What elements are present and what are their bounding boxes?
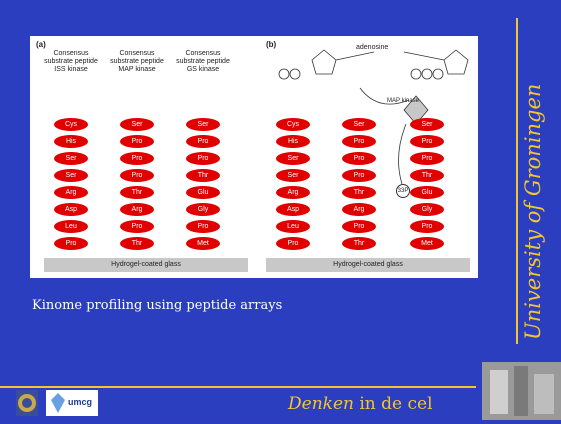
panel-a-residue: Pro: [120, 135, 154, 148]
figure: (a) Consensus substrate peptide ISS kina…: [30, 36, 478, 278]
panel-b-residue: Thr: [342, 237, 376, 250]
panel-a-base: Hydrogel-coated glass: [44, 258, 248, 272]
panel-b-residue: Arg: [276, 186, 310, 199]
panel-a-residue: Ser: [54, 152, 88, 165]
panel-b-residue: His: [276, 135, 310, 148]
panel-a-residue: Arg: [54, 186, 88, 199]
footer-slogan: Denken in de cel: [288, 394, 433, 414]
panel-a-residue: Ser: [186, 118, 220, 131]
footer-slogan-italic: Denken: [288, 394, 354, 414]
panel-a-heading-1: Consensus substrate peptide ISS kinase: [44, 50, 98, 73]
panel-b-residue: Asp: [276, 203, 310, 216]
panel-a-heading-3: Consensus substrate peptide GS kinase: [176, 50, 230, 73]
panel-a-residue: Pro: [186, 220, 220, 233]
panel-a-residue: Pro: [120, 152, 154, 165]
panel-b-residue: Ser: [410, 118, 444, 131]
umcg-logo-text: umcg: [68, 397, 93, 407]
panel-b-residue: Pro: [342, 220, 376, 233]
panel-a-residue: Pro: [120, 169, 154, 182]
panel-a-residue: Pro: [186, 135, 220, 148]
panel-b-residue: Pro: [410, 135, 444, 148]
panel-a-residue: Ser: [54, 169, 88, 182]
panel-b-label: (b): [266, 40, 277, 49]
panel-b-residue: Cys: [276, 118, 310, 131]
panel-a-label: (a): [36, 40, 46, 49]
panel-a-residue: Asp: [54, 203, 88, 216]
panel-b-residue: Ser: [276, 169, 310, 182]
panel-a-residue: Glu: [186, 186, 220, 199]
adenosine-diagram: [278, 49, 469, 124]
slide-caption: Kinome profiling using peptide arrays: [32, 298, 283, 313]
building-photo: [482, 362, 561, 420]
panel-b-residue: Thr: [410, 169, 444, 182]
panel-a-residue: Cys: [54, 118, 88, 131]
panel-b-residue: Pro: [410, 220, 444, 233]
panel-b-residue: Thr: [342, 186, 376, 199]
panel-a-heading-2: Consensus substrate peptide MAP kinase: [110, 50, 164, 73]
panel-b-residue: Ser: [276, 152, 310, 165]
panel-b-residue: Pro: [276, 237, 310, 250]
panel-b-residue: Pro: [342, 169, 376, 182]
panel-a-residue: Arg: [120, 203, 154, 216]
panel-a-residue: Leu: [54, 220, 88, 233]
panel-a-residue: Pro: [54, 237, 88, 250]
panel-a-residue: His: [54, 135, 88, 148]
panel-a-residue: Met: [186, 237, 220, 250]
panel-b-residue: Gly: [410, 203, 444, 216]
panel-a-residue: Pro: [186, 152, 220, 165]
umcg-logo-icon: [51, 393, 65, 413]
panel-a-residue: Ser: [120, 118, 154, 131]
university-seal-icon: [16, 390, 38, 416]
umcg-logo: umcg: [46, 390, 98, 416]
panel-b-residue: Glu: [410, 186, 444, 199]
footer-rule: [0, 386, 476, 388]
side-title: University of Groningen: [521, 83, 545, 340]
panel-a-residue: Thr: [186, 169, 220, 182]
footer-slogan-rest: in de cel: [353, 394, 433, 414]
panel-a-residue: Thr: [120, 186, 154, 199]
map-kinase-label: MAP kinase: [387, 98, 419, 104]
panel-b-residue: Leu: [276, 220, 310, 233]
phosphate-marker: 33P: [396, 184, 410, 198]
panel-b-residue: Pro: [410, 152, 444, 165]
side-rule: [516, 18, 518, 344]
panel-a-residue: Thr: [120, 237, 154, 250]
panel-b-residue: Met: [410, 237, 444, 250]
panel-b-residue: Pro: [342, 135, 376, 148]
phosphate-arrow: [398, 124, 407, 185]
panel-b-residue: Pro: [342, 152, 376, 165]
panel-a-residue: Gly: [186, 203, 220, 216]
panel-a-residue: Pro: [120, 220, 154, 233]
panel-b-residue: Arg: [342, 203, 376, 216]
panel-b-residue: Ser: [342, 118, 376, 131]
panel-b-base: Hydrogel-coated glass: [266, 258, 470, 272]
adenosine-label: adenosine: [356, 44, 389, 51]
